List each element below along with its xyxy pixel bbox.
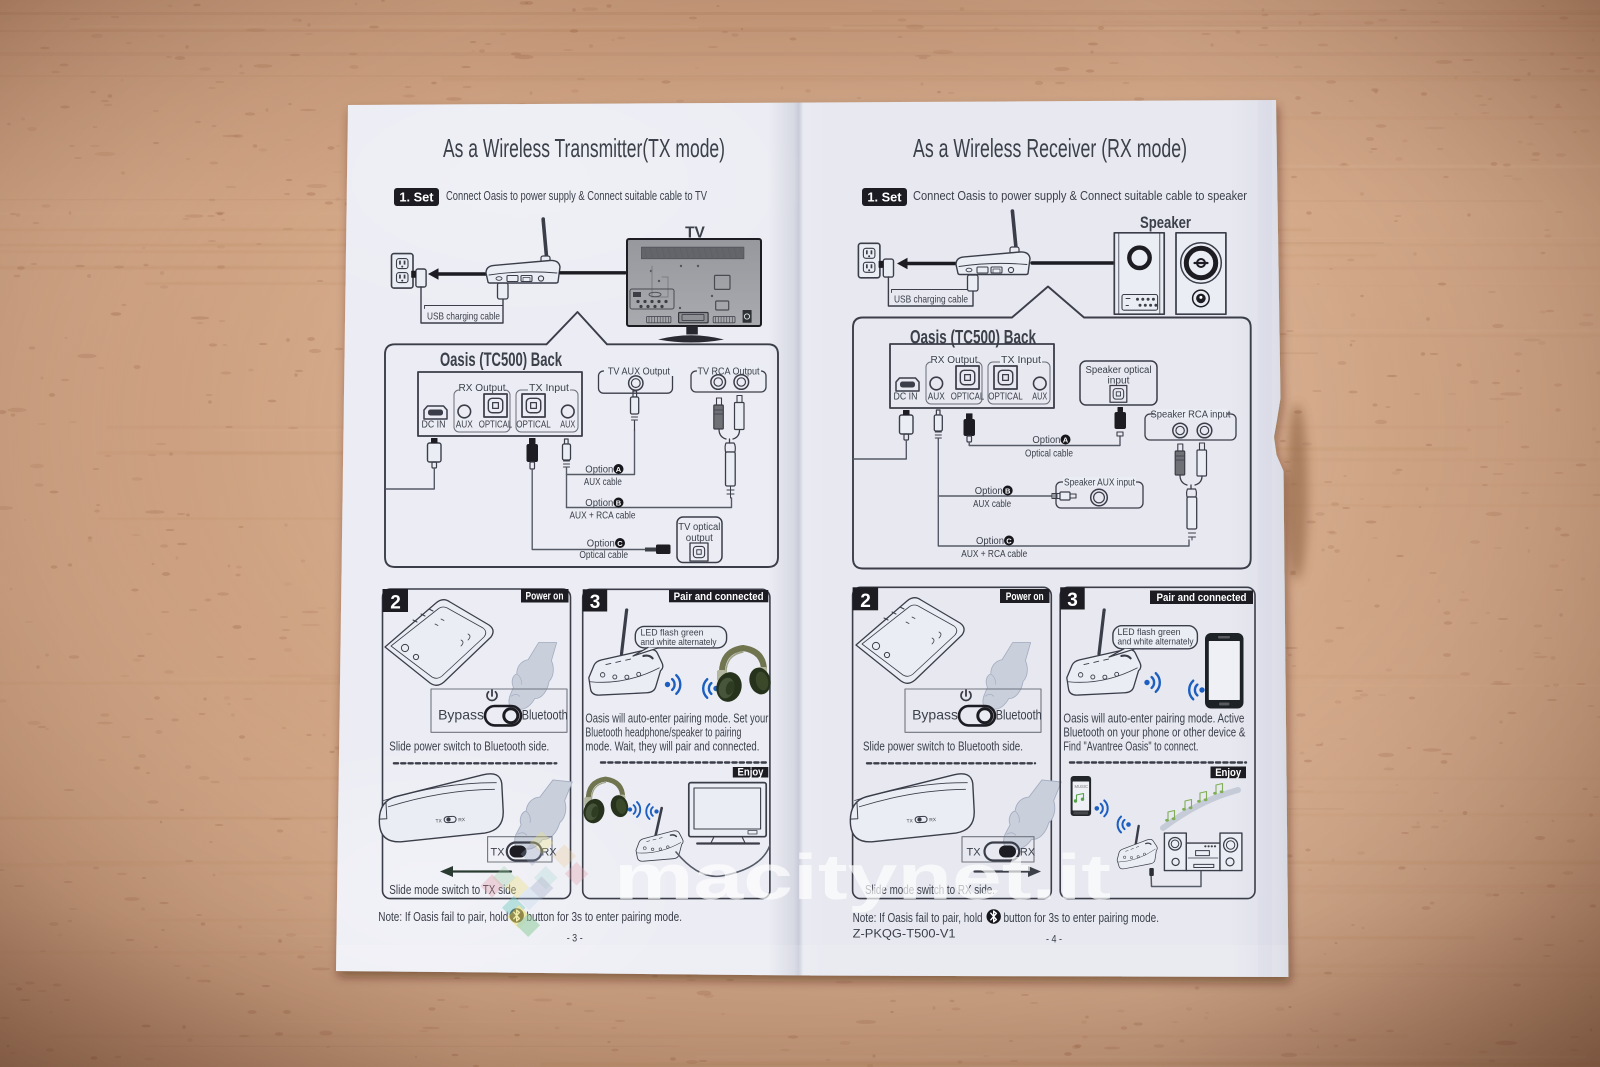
svg-text:LED flash green: LED flash green: [641, 628, 704, 639]
svg-text:Connect Oasis to power supply: Connect Oasis to power supply & Connect …: [446, 189, 707, 203]
svg-text:Slide mode switch to RX side.: Slide mode switch to RX side.: [865, 883, 995, 897]
svg-text:OPTICAL: OPTICAL: [988, 391, 1023, 403]
svg-text:3: 3: [590, 592, 601, 613]
svg-text:Find "Avantree Oasis" to conne: Find "Avantree Oasis" to connect.: [1063, 740, 1198, 754]
svg-text:Connect Oasis to power supply: Connect Oasis to power supply & Connect …: [913, 189, 1247, 203]
svg-text:RX: RX: [1020, 847, 1036, 859]
svg-text:MUSIC: MUSIC: [1075, 784, 1089, 789]
svg-text:C: C: [1006, 537, 1012, 546]
svg-text:TX: TX: [490, 847, 505, 859]
svg-text:Optical cable: Optical cable: [579, 550, 628, 561]
svg-text:Bypass: Bypass: [912, 707, 958, 723]
svg-text:2: 2: [390, 593, 401, 614]
svg-text:B: B: [616, 499, 622, 508]
svg-text:Option: Option: [587, 539, 615, 550]
svg-text:AUX cable: AUX cable: [973, 499, 1011, 510]
svg-text:OPTICAL: OPTICAL: [951, 391, 985, 403]
svg-text:button for 3s to enter pairing: button for 3s to enter pairing mode.: [1004, 911, 1160, 925]
svg-text:TX: TX: [966, 847, 981, 859]
svg-text:AUX: AUX: [928, 391, 945, 403]
svg-text:button for 3s to enter pairing: button for 3s to enter pairing mode.: [527, 910, 683, 924]
svg-text:AUX + RCA cable: AUX + RCA cable: [961, 549, 1027, 560]
svg-text:RX Output: RX Output: [931, 354, 978, 366]
svg-text:TV optical: TV optical: [678, 522, 720, 533]
svg-text:TV: TV: [685, 225, 705, 242]
svg-text:Option: Option: [1032, 435, 1060, 446]
svg-text:2: 2: [860, 591, 871, 612]
svg-text:AUX: AUX: [560, 419, 575, 431]
svg-text:A: A: [616, 465, 622, 474]
svg-text:Oasis will auto-enter pairing: Oasis will auto-enter pairing mode. Set …: [585, 712, 768, 726]
svg-text:TV RCA Output: TV RCA Output: [698, 366, 760, 378]
svg-text:As a Wireless Receiver (RX mod: As a Wireless Receiver (RX mode): [913, 133, 1187, 163]
svg-text:and white alternately: and white alternately: [1118, 637, 1194, 648]
svg-text:1. Set: 1. Set: [399, 190, 434, 205]
svg-text:and white alternately: and white alternately: [641, 637, 717, 648]
svg-text:Option: Option: [585, 465, 613, 476]
svg-text:Pair and connected: Pair and connected: [674, 591, 764, 603]
svg-text:Speaker optical: Speaker optical: [1086, 365, 1152, 376]
svg-text:Speaker AUX input: Speaker AUX input: [1064, 478, 1135, 489]
svg-text:3: 3: [1067, 590, 1078, 611]
svg-text:Slide power switch to Bluetoot: Slide power switch to Bluetooth side.: [389, 740, 549, 754]
svg-text:Oasis will auto-enter pairing: Oasis will auto-enter pairing mode. Acti…: [1063, 712, 1244, 726]
svg-text:DC IN: DC IN: [894, 391, 918, 403]
svg-text:AUX: AUX: [456, 419, 473, 431]
svg-text:Note: If Oasis fail to pair, h: Note: If Oasis fail to pair, hold: [378, 910, 508, 924]
svg-text:C: C: [617, 539, 623, 548]
svg-text:Slide power switch to Bluetoot: Slide power switch to Bluetooth side.: [863, 740, 1023, 754]
svg-text:Enjoy: Enjoy: [1215, 767, 1241, 779]
svg-text:Z-PKQG-T500-V1: Z-PKQG-T500-V1: [853, 927, 956, 941]
svg-text:TX Input: TX Input: [1001, 354, 1041, 366]
svg-text:A: A: [1063, 436, 1069, 445]
svg-text:Oasis (TC500) Back: Oasis (TC500) Back: [910, 327, 1036, 349]
svg-text:Bluetooth headphone/speaker to: Bluetooth headphone/speaker to pairing: [585, 726, 741, 740]
svg-text:As a Wireless Transmitter(TX m: As a Wireless Transmitter(TX mode): [443, 133, 725, 163]
svg-text:Bypass: Bypass: [438, 707, 484, 723]
svg-text:Option: Option: [976, 536, 1004, 547]
svg-text:LED flash green: LED flash green: [1118, 627, 1181, 638]
svg-text:Option: Option: [975, 486, 1003, 497]
svg-text:Pair and connected: Pair and connected: [1157, 592, 1247, 604]
svg-text:- 4 -: - 4 -: [1046, 934, 1062, 946]
svg-text:output: output: [686, 533, 713, 544]
svg-text:Speaker RCA input: Speaker RCA input: [1151, 410, 1231, 421]
svg-text:Bluetooth: Bluetooth: [522, 707, 568, 723]
svg-text:Bluetooth: Bluetooth: [996, 707, 1042, 723]
svg-text:Bluetooth on your phone or oth: Bluetooth on your phone or other device …: [1063, 726, 1246, 740]
svg-text:OPTICAL: OPTICAL: [479, 419, 513, 431]
svg-text:mode. Wait, they will pair and: mode. Wait, they will pair and connected…: [585, 740, 759, 754]
svg-text:Option: Option: [585, 498, 613, 509]
svg-text:Enjoy: Enjoy: [738, 767, 764, 779]
svg-text:TX Input: TX Input: [529, 382, 569, 394]
svg-text:AUX + RCA cable: AUX + RCA cable: [570, 511, 636, 522]
svg-text:input: input: [1108, 376, 1130, 387]
svg-text:Power on: Power on: [1006, 591, 1044, 603]
svg-text:Oasis (TC500) Back: Oasis (TC500) Back: [440, 349, 562, 371]
svg-text:USB charging cable: USB charging cable: [894, 294, 968, 306]
svg-text:B: B: [1005, 487, 1011, 496]
svg-text:DC IN: DC IN: [422, 419, 446, 431]
svg-text:OPTICAL: OPTICAL: [516, 419, 551, 431]
svg-text:TV AUX Output: TV AUX Output: [608, 366, 670, 378]
svg-text:Power on: Power on: [526, 591, 564, 603]
svg-text:AUX cable: AUX cable: [584, 477, 622, 488]
svg-text:1. Set: 1. Set: [867, 190, 902, 205]
svg-text:Note: If Oasis fail to pair, h: Note: If Oasis fail to pair, hold: [853, 911, 983, 925]
svg-text:- 3 -: - 3 -: [567, 933, 583, 945]
svg-text:USB charging cable: USB charging cable: [427, 311, 500, 323]
svg-text:macitynet.it: macitynet.it: [614, 841, 1111, 913]
svg-text:Speaker: Speaker: [1140, 214, 1191, 232]
svg-text:Optical cable: Optical cable: [1025, 449, 1073, 460]
svg-text:RX Output: RX Output: [459, 382, 506, 394]
svg-text:AUX: AUX: [1032, 391, 1047, 403]
